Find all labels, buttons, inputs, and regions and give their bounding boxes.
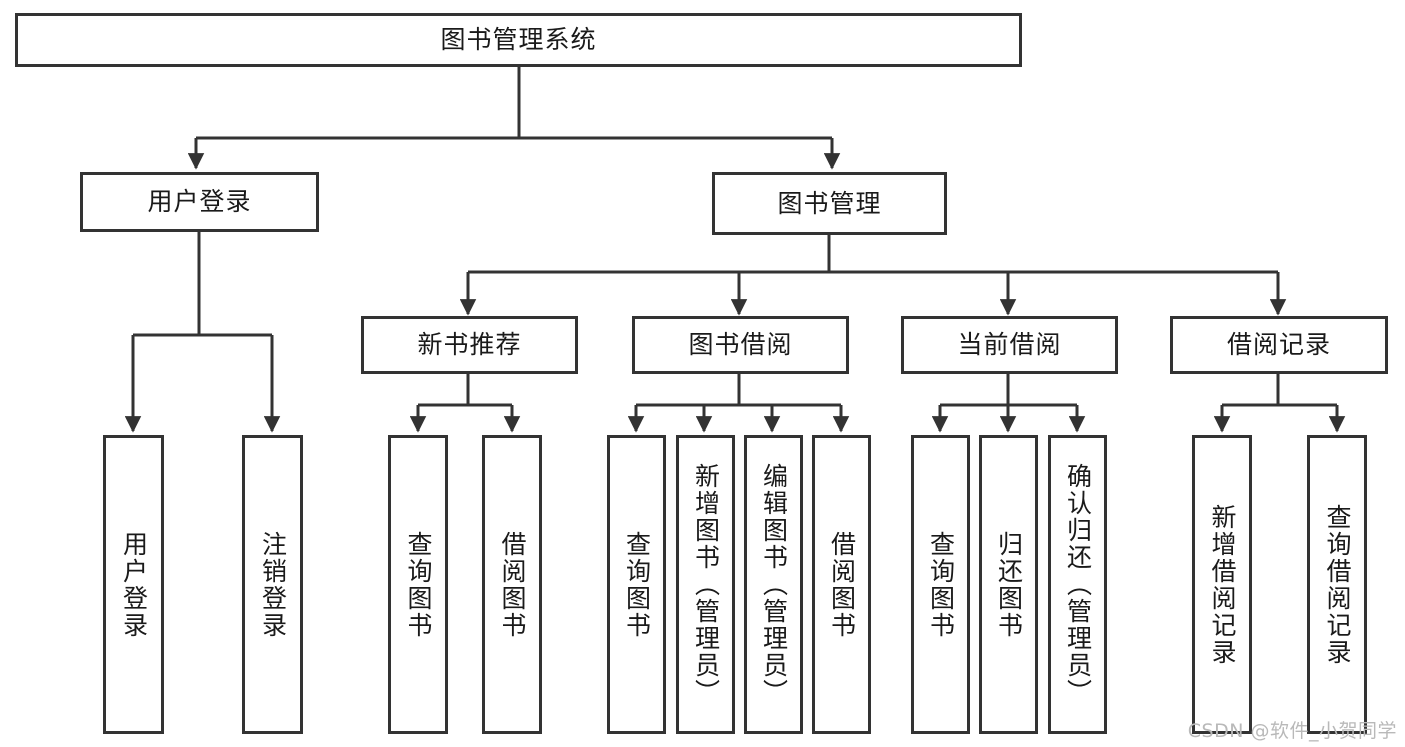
leaf-edit-book-label: 编辑图书（管理员） <box>759 463 789 706</box>
node-book-management[interactable]: 图书管理 <box>712 172 947 235</box>
leaf-logout-login[interactable]: 注销登录 <box>242 435 303 734</box>
leaf-return-book-label: 归还图书 <box>994 530 1024 639</box>
node-borrow-record-label: 借阅记录 <box>1226 330 1331 360</box>
leaf-borrow-book-2[interactable]: 借阅图书 <box>812 435 871 734</box>
leaf-query-book-2-label: 查询图书 <box>622 530 652 639</box>
leaf-user-login-label: 用户登录 <box>119 530 149 639</box>
leaf-logout-login-label: 注销登录 <box>258 530 288 639</box>
leaf-add-record-label: 新增借阅记录 <box>1208 503 1237 666</box>
node-root[interactable]: 图书管理系统 <box>15 13 1022 67</box>
leaf-query-book-3[interactable]: 查询图书 <box>911 435 970 734</box>
leaf-query-book-3-label: 查询图书 <box>926 530 956 639</box>
node-book-borrow-label: 图书借阅 <box>688 330 793 360</box>
watermark: CSDN @软件_小贺同学 <box>1187 720 1397 742</box>
node-root-label: 图书管理系统 <box>440 25 597 55</box>
node-current-borrow[interactable]: 当前借阅 <box>901 316 1118 374</box>
leaf-return-book[interactable]: 归还图书 <box>979 435 1038 734</box>
leaf-edit-book[interactable]: 编辑图书（管理员） <box>744 435 803 734</box>
node-book-borrow[interactable]: 图书借阅 <box>632 316 849 374</box>
leaf-borrow-book-2-label: 借阅图书 <box>827 530 857 639</box>
leaf-user-login[interactable]: 用户登录 <box>103 435 164 734</box>
leaf-query-book-1[interactable]: 查询图书 <box>388 435 448 734</box>
leaf-query-book-1-label: 查询图书 <box>404 530 433 639</box>
leaf-borrow-book-1[interactable]: 借阅图书 <box>482 435 542 734</box>
leaf-query-record[interactable]: 查询借阅记录 <box>1307 435 1367 734</box>
leaf-add-record[interactable]: 新增借阅记录 <box>1192 435 1252 734</box>
leaf-add-book[interactable]: 新增图书（管理员） <box>676 435 735 734</box>
node-user-login[interactable]: 用户登录 <box>80 172 319 232</box>
node-book-management-label: 图书管理 <box>777 188 882 218</box>
node-user-login-label: 用户登录 <box>147 187 252 217</box>
leaf-add-book-label: 新增图书（管理员） <box>691 463 721 706</box>
node-borrow-record[interactable]: 借阅记录 <box>1170 316 1388 374</box>
node-new-book-recommend[interactable]: 新书推荐 <box>361 316 578 374</box>
leaf-confirm-return[interactable]: 确认归还（管理员） <box>1048 435 1107 734</box>
node-new-book-recommend-label: 新书推荐 <box>417 330 522 360</box>
node-current-borrow-label: 当前借阅 <box>957 330 1062 360</box>
leaf-query-book-2[interactable]: 查询图书 <box>607 435 666 734</box>
leaf-query-record-label: 查询借阅记录 <box>1323 503 1352 666</box>
leaf-borrow-book-1-label: 借阅图书 <box>498 530 527 639</box>
leaf-confirm-return-label: 确认归还（管理员） <box>1063 463 1093 706</box>
